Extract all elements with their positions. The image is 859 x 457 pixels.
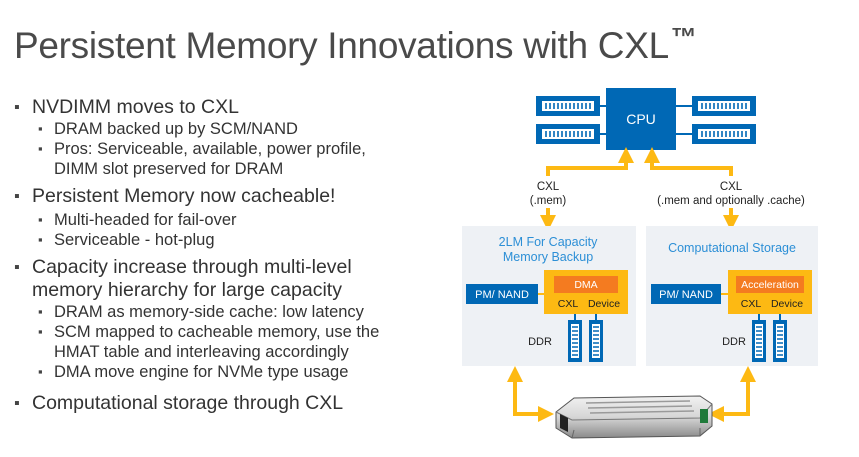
cxl-link-right-arrow (644, 147, 733, 176)
left-panel-title-2: Memory Backup (503, 250, 593, 264)
title-text: Persistent Memory Innovations with CXL (14, 25, 669, 66)
right-ddr-dimm-1 (752, 320, 766, 362)
left-pm-nand-label: PM/ NAND (475, 289, 529, 301)
right-acceleration-box (736, 276, 804, 293)
sub-bullet-3-2: SCM mapped to cacheable memory, use the … (14, 322, 414, 362)
cpu-block (606, 88, 676, 150)
right-ddr-label: DDR (722, 336, 746, 348)
left-dma-label: DMA (574, 279, 597, 291)
cxl-left-label-1: CXL (537, 181, 560, 193)
left-ddr-label: DDR (528, 336, 552, 348)
cxl-left-label-2: (.mem) (530, 195, 567, 207)
right-acceleration-label: Acceleration (741, 279, 799, 291)
cxl-right-label-1: CXL (720, 181, 743, 193)
left-panel-title-1: 2LM For Capacity (499, 235, 598, 249)
sub-bullet-1-2: Pros: Serviceable, available, power prof… (14, 139, 384, 179)
bullet-list: NVDIMM moves to CXL DRAM backed up by SC… (14, 96, 434, 415)
left-ddr-connectors (574, 314, 597, 320)
left-device-label: Device (588, 298, 620, 310)
host-dimm-bottom-right (692, 124, 756, 144)
left-dma-box (554, 276, 618, 293)
bullet-4: Computational storage through CXL (14, 392, 434, 415)
right-drive-arrow (708, 366, 756, 422)
cpu-label: CPU (626, 111, 656, 127)
storage-drive-image (555, 395, 713, 439)
left-ddr-dimm-2 (589, 320, 603, 362)
left-cxl-label: CXL (558, 298, 579, 310)
right-cxl-label: CXL (741, 298, 762, 310)
cxl-right-label-2: (.mem and optionally .cache) (657, 195, 805, 207)
sub-bullet-3-3: DMA move engine for NVMe type usage (14, 362, 434, 382)
bullet-2: Persistent Memory now cacheable! (14, 185, 434, 208)
right-panel-title: Computational Storage (668, 241, 796, 255)
bullet-3: Capacity increase through multi-level me… (14, 256, 372, 302)
left-pm-nand-box (466, 284, 538, 304)
host-dimm-top-right (692, 96, 756, 116)
right-device-label: Device (771, 298, 803, 310)
sub-bullet-2-1: Multi-headed for fail-over (14, 210, 434, 230)
left-ddr-dimm-1 (568, 320, 582, 362)
cpu-dimm-connectors (600, 105, 692, 135)
host-dimm-bottom-left (536, 124, 600, 144)
right-pm-nand-label: PM/ NAND (659, 289, 713, 301)
left-drive-arrow (507, 366, 554, 422)
slide-title: Persistent Memory Innovations with CXL™ (14, 22, 697, 67)
cxl-link-left-arrow (546, 147, 634, 176)
bullet-1: NVDIMM moves to CXL (14, 96, 434, 119)
sub-bullet-2-2: Serviceable - hot-plug (14, 230, 434, 250)
sub-bullet-3-1: DRAM as memory-side cache: low latency (14, 302, 434, 322)
sub-bullet-1-1: DRAM backed up by SCM/NAND (14, 119, 434, 139)
right-pm-nand-box (651, 284, 721, 304)
trademark-mark: ™ (670, 22, 697, 52)
host-dimm-top-left (536, 96, 600, 116)
right-ddr-connectors (758, 314, 781, 320)
right-ddr-dimm-2 (773, 320, 787, 362)
